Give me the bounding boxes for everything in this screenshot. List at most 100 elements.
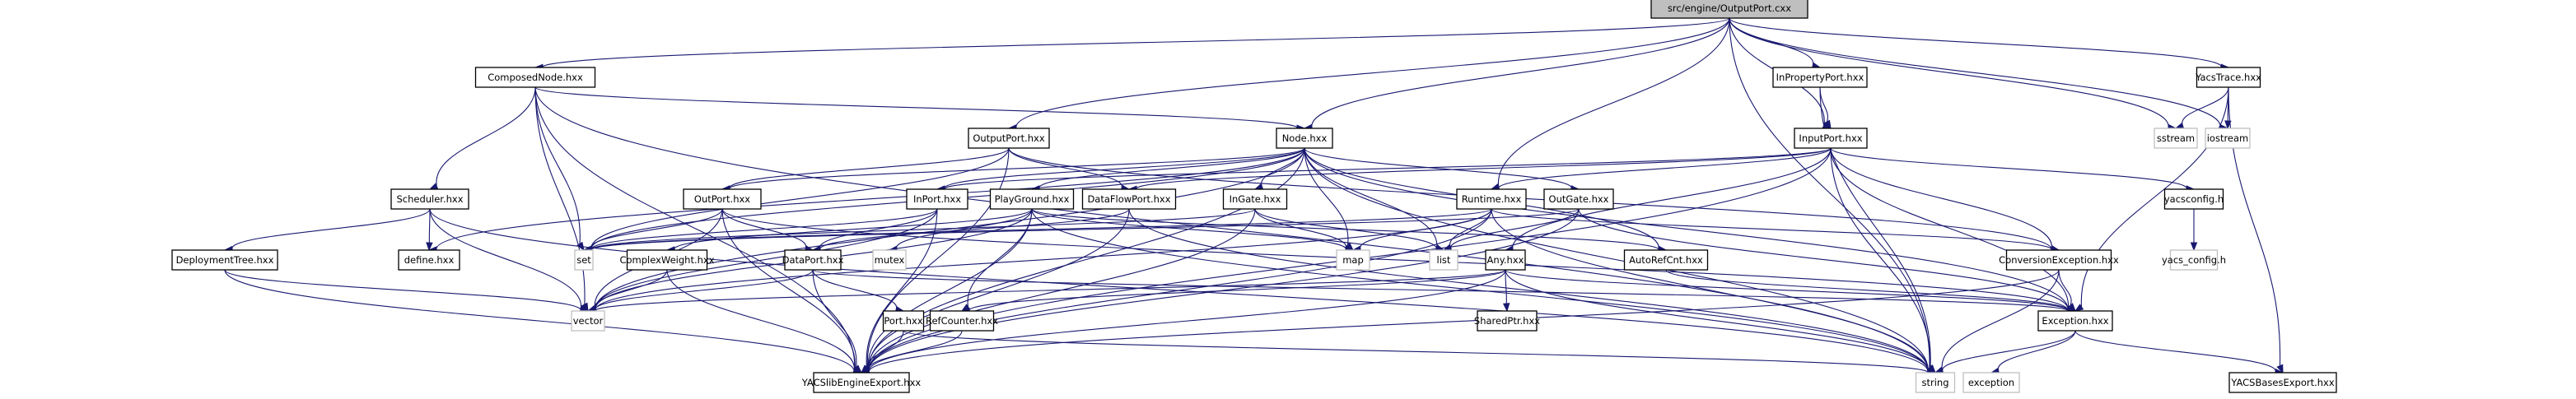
node-yacslibengineexport[interactable]: YACSlibEngineExport.hxx	[801, 372, 922, 393]
node-label: iostream	[2207, 132, 2249, 144]
node-label: Exception.hxx	[2042, 315, 2108, 327]
node-box	[2163, 188, 2224, 210]
node-box	[390, 188, 469, 210]
node-root[interactable]: src/engine/OutputPort.cxx	[1650, 0, 1808, 19]
edge-line	[224, 269, 855, 373]
node-label: yacs_config.h	[2162, 254, 2226, 266]
edge-scheduler-to-define	[426, 208, 433, 252]
node-label: Any.hxx	[1487, 254, 1524, 266]
node-label: ComplexWeight.hxx	[619, 254, 714, 266]
node-label: OutPort.hxx	[694, 193, 750, 205]
node-port[interactable]: Port.hxx	[882, 310, 925, 332]
node-inpropertyport[interactable]: InPropertyPort.hxx	[1772, 67, 1868, 88]
node-deploymenttree[interactable]: DeploymentTree.hxx	[171, 249, 278, 271]
edge-line	[819, 208, 1130, 250]
node-label: YACSlibEngineExport.hxx	[801, 377, 922, 388]
node-box	[2154, 128, 2198, 149]
node-box	[1429, 249, 1458, 271]
edge-line	[595, 208, 1492, 311]
node-list: list	[1429, 249, 1458, 271]
node-label: RefCounter.hxx	[926, 315, 998, 327]
edge-scheduler-to-string	[429, 208, 1937, 376]
node-autorefcnt[interactable]: AutoRefCnt.hxx	[1623, 249, 1709, 271]
edge-yacsconfig-to-yacs_config	[2190, 208, 2198, 252]
node-scheduler[interactable]: Scheduler.hxx	[390, 188, 469, 210]
node-label: YacsTrace.hxx	[2195, 72, 2261, 83]
node-label: src/engine/OutputPort.cxx	[1668, 2, 1791, 14]
node-label: DeploymentTree.hxx	[176, 254, 274, 266]
node-outgate[interactable]: OutGate.hxx	[1543, 188, 1614, 210]
edge-line	[812, 269, 897, 310]
edge-line	[436, 147, 1305, 250]
node-define[interactable]: define.hxx	[398, 249, 460, 271]
node-outport[interactable]: OutPort.hxx	[683, 188, 762, 210]
node-conversionexception[interactable]: ConversionException.hxx	[1999, 249, 2119, 271]
node-box	[1543, 188, 1614, 210]
edge-line	[812, 269, 857, 368]
edge-line	[1830, 147, 2187, 190]
node-yacsbasesexport[interactable]: YACSBasesExport.hxx	[2228, 372, 2337, 393]
node-yacs-config: yacs_config.h	[2162, 249, 2226, 271]
node-outputport[interactable]: OutputPort.hxx	[968, 128, 1050, 149]
node-label: InPropertyPort.hxx	[1776, 72, 1864, 83]
edge-line	[866, 147, 1010, 369]
edge-line	[1729, 17, 1930, 369]
node-dataflowport[interactable]: DataFlowPort.hxx	[1081, 188, 1177, 210]
edge-autorefcnt-to-exception	[1665, 269, 2077, 314]
edge-line	[944, 147, 1832, 190]
node-playground[interactable]: PlayGround.hxx	[989, 188, 1075, 210]
node-label: DataFlowPort.hxx	[1087, 193, 1170, 205]
node-box	[784, 249, 842, 271]
edge-line	[1578, 208, 2069, 311]
node-inputport[interactable]: InputPort.hxx	[1794, 128, 1868, 149]
edge-outport-to-dataport	[721, 208, 814, 253]
edge-dataport-to-yacslibengineexport	[812, 269, 862, 373]
node-node[interactable]: Node.hxx	[1276, 128, 1333, 149]
edge-port-to-string	[903, 330, 1937, 377]
edge-line	[896, 208, 1033, 250]
node-inport[interactable]: InPort.hxx	[906, 188, 968, 210]
edge-line	[1304, 147, 2069, 311]
node-box	[2196, 67, 2261, 88]
node-box	[474, 67, 596, 88]
node-composednode[interactable]: ComposedNode.hxx	[474, 67, 596, 88]
edge-line	[868, 269, 1506, 373]
arrowhead	[1502, 303, 1510, 313]
edge-line	[1498, 147, 1832, 189]
edge-line	[231, 208, 431, 250]
node-label: Runtime.hxx	[1462, 193, 1522, 205]
node-dataport[interactable]: DataPort.hxx	[782, 249, 844, 271]
node-runtime[interactable]: Runtime.hxx	[1456, 188, 1527, 210]
node-sharedptr[interactable]: SharedPtr.hxx	[1474, 310, 1540, 332]
edge-playground-to-refcounter	[960, 208, 1033, 312]
node-yacstrace[interactable]: YacsTrace.hxx	[2195, 67, 2261, 88]
edge-line	[1665, 269, 2069, 312]
edge-root-to-node	[1303, 17, 1730, 132]
node-label: InputPort.hxx	[1799, 132, 1862, 144]
node-complexweight[interactable]: ComplexWeight.hxx	[619, 249, 715, 271]
node-yacsconfig[interactable]: yacsconfig.h	[2163, 188, 2224, 210]
edge-line	[534, 86, 856, 370]
edge-line	[1830, 147, 2052, 249]
edge-yacstrace-to-exception	[2074, 86, 2229, 312]
node-box	[571, 310, 605, 332]
node-box	[1962, 372, 2020, 393]
node-box	[1623, 249, 1709, 271]
node-iostream: iostream	[2205, 128, 2251, 149]
node-refcounter[interactable]: RefCounter.hxx	[926, 310, 998, 332]
edge-ingate-to-map	[1254, 208, 1355, 253]
node-ingate[interactable]: InGate.hxx	[1222, 188, 1288, 210]
arrowhead	[853, 364, 862, 373]
edge-exception-to-string	[1934, 330, 2076, 375]
node-label: yacsconfig.h	[2164, 193, 2224, 205]
edge-line	[1998, 330, 2076, 372]
node-box	[1081, 188, 1177, 210]
edge-line	[1031, 208, 1346, 250]
node-label: OutGate.hxx	[1549, 193, 1609, 205]
node-exception[interactable]: Exception.hxx	[2037, 310, 2113, 332]
node-any[interactable]: Any.hxx	[1485, 249, 1526, 271]
node-box	[398, 249, 460, 271]
edge-line	[721, 208, 856, 369]
node-box	[1794, 128, 1868, 149]
